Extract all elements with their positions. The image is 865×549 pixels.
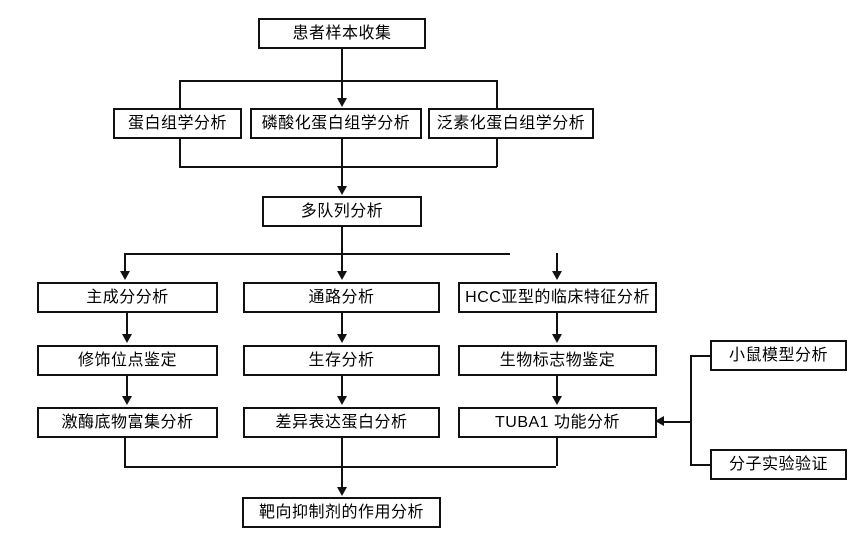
arrowhead-branch-col1 <box>120 271 130 280</box>
node-label: 差异表达蛋白分析 <box>275 413 408 431</box>
node-molecular-experimental-validation: 分子实验验证 <box>710 449 847 480</box>
connector-final-collector-bar <box>124 466 556 468</box>
connector-omics-riser-center <box>341 139 343 167</box>
arrowhead-col2-link-1 <box>337 334 347 343</box>
connector-omics-drop-left <box>179 80 181 108</box>
connector-col3-link-2 <box>556 376 558 398</box>
connector-final-stem <box>341 466 343 489</box>
node-label: 泛素化蛋白组学分析 <box>436 114 586 132</box>
node-tuba1-function-analysis: TUBA1 功能分析 <box>458 407 657 438</box>
connector-branch-drop-col3 <box>556 253 558 273</box>
connector-cohort-fanout-stem <box>341 227 343 253</box>
connector-col2-link-2 <box>341 376 343 398</box>
node-label: 小鼠模型分析 <box>728 346 828 364</box>
connector-validation-into-tuba1 <box>664 421 691 423</box>
node-modification-site-identification: 修饰位点鉴定 <box>37 345 218 376</box>
node-label: 分子实验验证 <box>728 455 828 473</box>
node-kinase-substrate-enrichment-analysis: 激酶底物富集分析 <box>37 407 218 438</box>
connector-omics-riser-right <box>496 139 498 167</box>
node-multi-cohort-analysis: 多队列分析 <box>262 196 422 227</box>
connector-validation-spine <box>690 355 692 465</box>
node-differentially-expressed-protein-analysis: 差异表达蛋白分析 <box>243 407 440 438</box>
node-label: TUBA1 功能分析 <box>494 413 621 431</box>
connector-validation-stub-bottom <box>690 464 712 466</box>
connector-col2-link-1 <box>341 313 343 336</box>
arrowhead-branch-col3 <box>552 271 562 280</box>
arrowhead-col1-link-1 <box>122 334 132 343</box>
connector-omics-drop-right <box>496 80 498 108</box>
connector-omics-riser-left <box>179 139 181 167</box>
node-label: 生物标志物鉴定 <box>499 351 616 369</box>
node-biomarker-identification: 生物标志物鉴定 <box>458 345 657 376</box>
connector-final-riser-col2 <box>341 438 343 466</box>
connector-branch-distributor-bar <box>124 253 510 255</box>
node-phosphoproteomics-analysis: 磷酸化蛋白组学分析 <box>250 108 422 139</box>
node-label: 靶向抑制剂的作用分析 <box>258 503 424 521</box>
arrowhead-validation-into-tuba1 <box>655 416 664 426</box>
connector-cohort-stem <box>341 166 343 188</box>
connector-omics-distributor-bar <box>179 80 497 82</box>
arrowhead-final <box>337 487 347 496</box>
node-label: 激酶底物富集分析 <box>61 413 194 431</box>
node-label: 多队列分析 <box>300 202 384 220</box>
node-proteomics-analysis: 蛋白组学分析 <box>113 108 242 139</box>
arrowhead-col3-link-2 <box>552 396 562 405</box>
node-patient-sample-collection: 患者样本收集 <box>258 18 426 49</box>
node-mouse-model-analysis: 小鼠模型分析 <box>710 340 847 371</box>
node-label: 主成分分析 <box>86 288 169 306</box>
connector-final-riser-col3 <box>556 438 558 466</box>
arrowhead-cohort <box>337 186 347 195</box>
connector-branch-drop-col2 <box>341 253 343 273</box>
node-label: 修饰位点鉴定 <box>77 351 177 369</box>
connector-branch-drop-col1 <box>124 253 126 273</box>
connector-omics-collector-bar <box>179 166 497 168</box>
node-pathway-analysis: 通路分析 <box>243 282 440 313</box>
connector-validation-stub-top <box>690 355 712 357</box>
connector-omics-drop-center <box>341 60 343 100</box>
connector-col1-link-2 <box>126 376 128 398</box>
node-label: 蛋白组学分析 <box>127 114 227 132</box>
arrowhead-col2-link-2 <box>337 396 347 405</box>
node-targeted-inhibitor-effect-analysis: 靶向抑制剂的作用分析 <box>242 497 441 528</box>
node-label: 磷酸化蛋白组学分析 <box>261 114 411 132</box>
node-label: 生存分析 <box>308 351 375 369</box>
connector-final-riser-col1 <box>124 438 126 466</box>
node-principal-component-analysis: 主成分分析 <box>37 282 218 313</box>
arrowhead-col3-link-1 <box>552 334 562 343</box>
arrowhead-omics-center <box>337 98 347 107</box>
arrowhead-branch-col2 <box>337 271 347 280</box>
node-survival-analysis: 生存分析 <box>243 345 440 376</box>
node-hcc-subtype-clinical-feature-analysis: HCC亚型的临床特征分析 <box>458 282 657 313</box>
connector-col3-link-1 <box>556 313 558 336</box>
node-ubiquitinomics-analysis: 泛素化蛋白组学分析 <box>428 108 594 139</box>
connector-col1-link-1 <box>126 313 128 336</box>
arrowhead-col1-link-2 <box>122 396 132 405</box>
node-label: 通路分析 <box>308 288 375 306</box>
node-label: HCC亚型的临床特征分析 <box>465 288 650 306</box>
node-label: 患者样本收集 <box>292 24 392 42</box>
